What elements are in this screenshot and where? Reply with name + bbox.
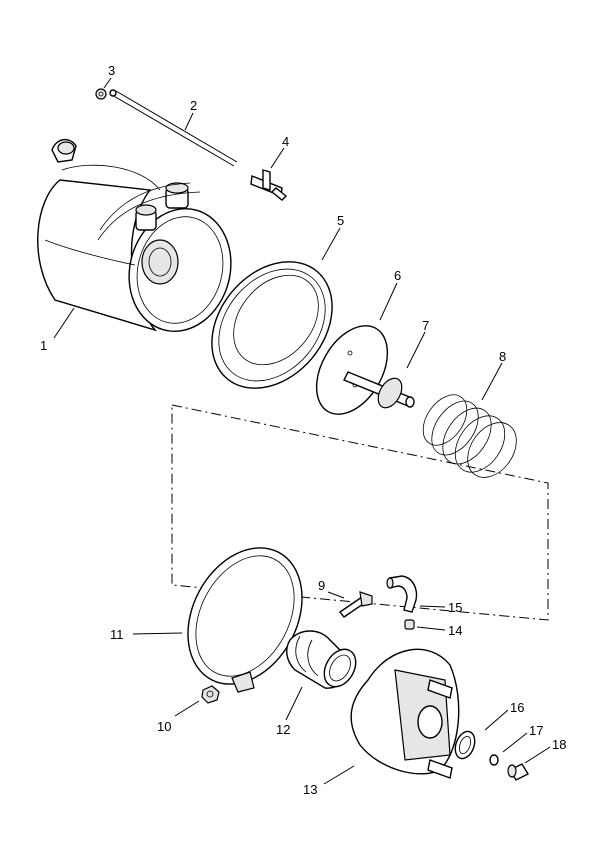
part-12-boot[interactable]: [286, 630, 362, 692]
part-17-washer[interactable]: [489, 754, 499, 766]
callout-6: 6: [394, 268, 401, 283]
callout-12: 12: [276, 722, 290, 737]
part-9-bolt[interactable]: [338, 591, 373, 618]
callout-7: 7: [422, 318, 429, 333]
part-13-end-housing[interactable]: [350, 648, 460, 779]
part-16-seal-ring[interactable]: [452, 729, 478, 761]
callout-5: 5: [337, 213, 344, 228]
part-10-nut[interactable]: [201, 685, 220, 704]
callout-9: 9: [318, 578, 325, 593]
callout-8: 8: [499, 349, 506, 364]
callout-18: 18: [552, 737, 566, 752]
callout-17: 17: [529, 723, 543, 738]
callout-15: 15: [448, 600, 462, 615]
callout-3: 3: [108, 63, 115, 78]
callout-16: 16: [510, 700, 524, 715]
callout-13: 13: [303, 782, 317, 797]
part-5-diaphragm[interactable]: [187, 238, 357, 412]
callout-1: 1: [40, 338, 47, 353]
part-8-spring[interactable]: [414, 387, 526, 487]
part-4-tee-fitting[interactable]: [250, 169, 288, 201]
assembly-guide-line: [171, 404, 549, 621]
part-15-elbow-fitting[interactable]: [386, 575, 418, 613]
part-3-nut[interactable]: [95, 88, 107, 100]
callout-4: 4: [282, 134, 289, 149]
part-18-cap[interactable]: [507, 763, 529, 781]
part-7-pushrod[interactable]: [343, 371, 415, 412]
callout-10: 10: [157, 719, 171, 734]
part-14-plug[interactable]: [404, 619, 415, 630]
leader-lines: [53, 77, 551, 785]
callout-14: 14: [448, 623, 462, 638]
callout-11: 11: [110, 627, 124, 642]
part-1-housing[interactable]: [37, 139, 245, 343]
callout-2: 2: [190, 98, 197, 113]
part-11-clamp-ring[interactable]: [165, 528, 324, 704]
part-2-rod[interactable]: [109, 89, 238, 167]
